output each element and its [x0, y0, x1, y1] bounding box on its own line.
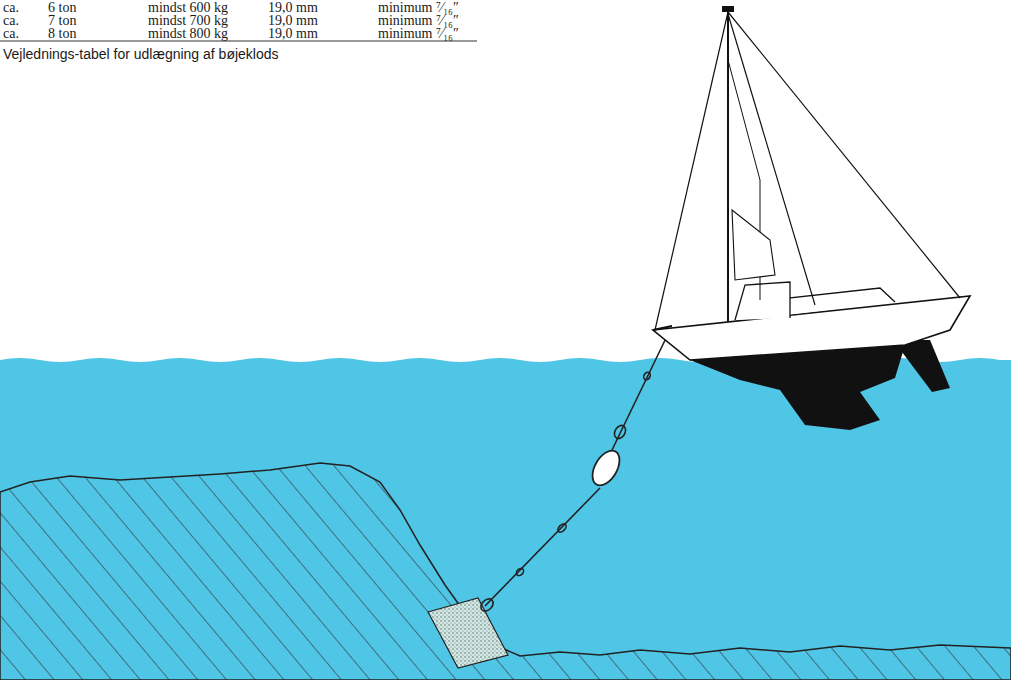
- boat-weight-cell: 8 ton: [48, 27, 76, 41]
- tons-prefix-cell: ca.: [3, 14, 19, 28]
- block-weight-cell: mindst 600 kg: [148, 1, 228, 15]
- block-weight-cell: mindst 800 kg: [148, 27, 228, 41]
- tons-prefix-cell: ca.: [3, 1, 19, 15]
- boat-weight-cell: 7 ton: [48, 14, 76, 28]
- mooring-chain: [479, 334, 668, 613]
- block-weight-cell: mindst 700 kg: [148, 14, 228, 28]
- table-caption: Vejlednings-tabel for udlægning af bøjek…: [3, 46, 279, 62]
- tons-prefix-cell: ca.: [3, 27, 19, 41]
- chain-size-inch-cell: minimum ⁷⁄₁₆″: [378, 27, 459, 41]
- chain-size-mm-cell: 19,0 mm: [268, 1, 318, 15]
- boat-weight-cell: 6 ton: [48, 1, 76, 15]
- sailboat: [653, 6, 970, 430]
- chain-size-inch-cell: minimum ⁷⁄₁₆″: [378, 1, 459, 15]
- chain-size-inch-cell: minimum ⁷⁄₁₆″: [378, 14, 459, 28]
- mooring-block: [428, 598, 508, 668]
- seabed: [0, 463, 1011, 680]
- chain-size-mm-cell: 19,0 mm: [268, 27, 318, 41]
- chain-size-mm-cell: 19,0 mm: [268, 14, 318, 28]
